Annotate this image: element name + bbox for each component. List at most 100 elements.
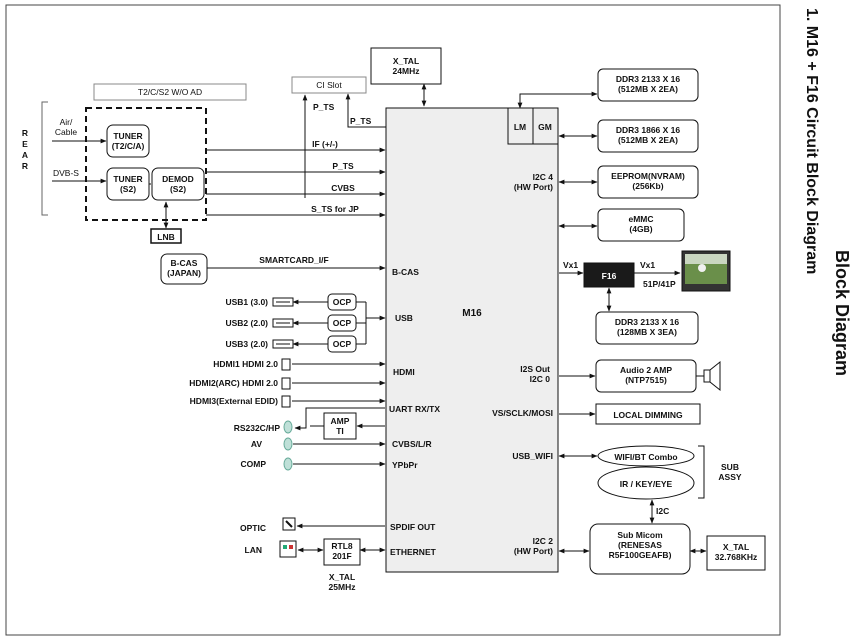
port-spdif: SPDIF OUT [390, 522, 436, 532]
port-ethernet: ETHERNET [390, 547, 437, 557]
lan-label: LAN [245, 545, 262, 555]
diagram-title: 1. M16 + F16 Circuit Block Diagram [803, 8, 820, 275]
audio-amp-label: Audio 2 AMP(NTP7515) [620, 365, 672, 385]
usb1-label: USB1 (3.0) [225, 297, 268, 307]
hdmi2-row: HDMI2(ARC) HDMI 2.0 [189, 377, 386, 390]
tuner-s2-label: TUNER(S2) [113, 174, 142, 194]
lnb-block [150, 228, 182, 244]
signal-p-ts-in: P_TS [350, 116, 372, 126]
hdmi1-row: HDMI1 HDMI 2.0 [213, 358, 386, 371]
signal-vx1-out: Vx1 [640, 260, 655, 270]
demod-block [151, 167, 205, 201]
usb2-row: USB2 (2.0) OCP [225, 314, 366, 332]
port-ypbpr: YPbPr [392, 460, 418, 470]
usb2-label: USB2 (2.0) [225, 318, 268, 328]
speaker-icon [703, 360, 721, 392]
f16-label: F16 [602, 271, 617, 281]
eeprom-block [597, 165, 699, 199]
signal-vx1-in: Vx1 [563, 260, 578, 270]
signal-smartcard: SMARTCARD_I/F [259, 255, 328, 265]
lnb-label: LNB [157, 232, 174, 242]
signal-if: IF (+/-) [312, 139, 338, 149]
comp-label: COMP [241, 459, 267, 469]
local-dimming-block [595, 403, 701, 425]
audio-jack-icon [283, 457, 293, 471]
f16-block [583, 262, 635, 288]
sub-assy-bracket [698, 445, 705, 499]
port-usb: USB [395, 313, 413, 323]
port-cvbs-lr: CVBS/L/R [392, 439, 432, 449]
port-i2c4: I2C 4(HW Port) [514, 172, 553, 192]
signal-cvbs: CVBS [331, 183, 355, 193]
av-label: AV [251, 439, 263, 449]
uart-line [294, 407, 385, 431]
tuner-t2-label: TUNER(T2/C/A) [112, 131, 145, 151]
ir-key-label: IR / KEY/EYE [620, 479, 673, 489]
rs232-label: RS232C/HP [234, 423, 281, 433]
lm-label: LM [514, 122, 526, 132]
ocp-label: OCP [333, 318, 352, 328]
signal-p-ts-ci: P_TS [313, 102, 335, 112]
signal-lvds-pins: 51P/41P [643, 279, 676, 289]
hdmi3-row: HDMI3(External EDID) [190, 395, 386, 408]
ddr3-2-block [597, 119, 699, 153]
wifi-bt-label: WIFI/BT Combo [614, 452, 677, 462]
tuner-t2-block [106, 124, 150, 158]
usb3-label: USB3 (2.0) [225, 339, 268, 349]
ddr3-1-label: DDR3 2133 X 16(512MB X 2EA) [616, 74, 681, 94]
ocp-label: OCP [333, 297, 352, 307]
xtal-24mhz-block [370, 47, 442, 85]
page-border [5, 4, 781, 636]
signal-s-ts: S_TS for JP [311, 204, 359, 214]
eeprom-label: EEPROM(NVRAM)(256Kb) [611, 171, 685, 191]
hdmi-port-icon [281, 358, 291, 371]
ddr3-3-label: DDR3 2133 X 16(128MB X 3EA) [615, 317, 680, 337]
port-usb-wifi: USB_WIFI [512, 451, 553, 461]
ir-key-block [597, 466, 695, 500]
hdmi2-label: HDMI2(ARC) HDMI 2.0 [189, 378, 278, 388]
tuner-panel-frame [85, 107, 207, 221]
ocp-label: OCP [333, 339, 352, 349]
input-air-cable: Air/Cable [55, 117, 77, 137]
xtal-sub-block [706, 535, 766, 571]
port-vs: VS/SCLK/MOSI [492, 408, 553, 418]
hdmi-port-icon [281, 395, 291, 408]
signal-i2c: I2C [656, 506, 669, 516]
hdmi3-label: HDMI3(External EDID) [190, 396, 278, 406]
usb3-row: USB3 (2.0) OCP [225, 335, 366, 353]
ci-slot-input-line [345, 93, 386, 128]
local-dimming-label: LOCAL DIMMING [613, 410, 683, 420]
port-uart: UART RX/TX [389, 404, 440, 414]
demod-label: DEMOD(S2) [162, 174, 194, 194]
signal-p-ts: P_TS [332, 161, 354, 171]
hdmi1-label: HDMI1 HDMI 2.0 [213, 359, 278, 369]
amp-block [323, 412, 357, 440]
ddr3-1-link [517, 91, 598, 109]
hdmi-port-icon [281, 377, 291, 390]
main-chip-label: M16 [462, 308, 482, 319]
gm-label: GM [538, 122, 552, 132]
rear-bracket [41, 101, 48, 216]
wifi-bt-block [597, 445, 695, 467]
main-chip-block [385, 107, 559, 573]
bcas-label: B-CAS(JAPAN) [167, 258, 201, 278]
ddr3-3-block [595, 311, 699, 345]
emmc-label: eMMC(4GB) [628, 214, 653, 234]
audio-jack-icon [283, 420, 293, 434]
usb1-row: USB1 (3.0) OCP [225, 293, 366, 311]
tuner-panel-header [93, 83, 247, 101]
port-hdmi: HDMI [393, 367, 415, 377]
port-i2c2: I2C 2(HW Port) [514, 536, 553, 556]
section-title: Block Diagram [832, 250, 852, 377]
